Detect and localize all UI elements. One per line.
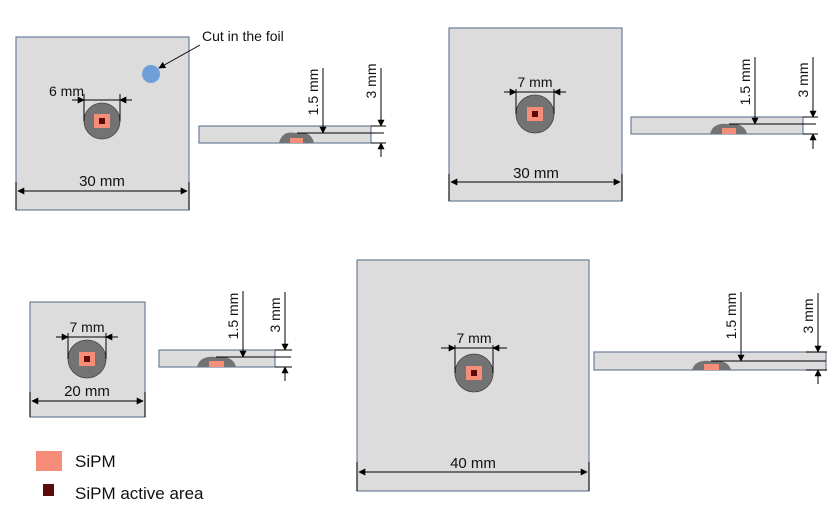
tile-1-sipm-active-area <box>99 118 105 124</box>
tile-3-group: 7 mm 20 mm 1.5 mm 3 mm <box>29 291 292 418</box>
tile-4-width-label: 40 mm <box>450 455 496 472</box>
tile-4-thick-label: 3 mm <box>800 299 816 334</box>
legend-active-swatch <box>43 484 54 496</box>
tile-2-depth-label: 1.5 mm <box>737 59 753 106</box>
tile-1-hole-label: 6 mm <box>49 83 84 99</box>
legend-sipm-label: SiPM <box>75 452 116 471</box>
tile-4-side-view: 1.5 mm 3 mm <box>593 292 827 384</box>
tile-1-group: 6 mm 30 mm Cut in the foil 1.5 mm 3 mm <box>15 28 386 211</box>
tile-1-top-view: 6 mm 30 mm Cut in the foil <box>15 28 284 211</box>
tile-4-depth-label: 1.5 mm <box>723 293 739 340</box>
tile-4-hole-label: 7 mm <box>457 330 492 346</box>
tile-1-depth-label: 1.5 mm <box>305 69 321 116</box>
tile-3-side-sipm <box>209 361 224 367</box>
tile-2-width-label: 30 mm <box>513 165 559 182</box>
tile-2-thick-label: 3 mm <box>795 63 811 98</box>
tile-2-top-view: 7 mm 30 mm <box>448 27 623 202</box>
tile-2-group: 7 mm 30 mm 1.5 mm 3 mm <box>448 27 818 202</box>
cut-in-foil-marker <box>142 65 160 83</box>
tile-2-sipm-active-area <box>532 111 538 117</box>
tile-3-side-view: 1.5 mm 3 mm <box>158 291 292 381</box>
tile-1-thick-label: 3 mm <box>363 64 379 99</box>
tile-3-width-label: 20 mm <box>64 383 110 400</box>
tile-4-side-sipm <box>704 364 719 370</box>
cut-callout-arrow <box>158 44 201 69</box>
tile-3-top-view: 7 mm 20 mm <box>29 301 146 418</box>
tile-2-side-view: 1.5 mm 3 mm <box>630 57 818 149</box>
tile-2-side-sipm <box>722 128 736 134</box>
tile-1-side-view: 1.5 mm 3 mm <box>198 64 386 157</box>
tile-1-width-label: 30 mm <box>79 173 125 190</box>
legend: SiPM SiPM active area <box>36 451 204 503</box>
tile-3-sipm-active-area <box>84 356 90 362</box>
tile-4-top-view: 7 mm 40 mm <box>356 259 590 492</box>
tile-3-hole-label: 7 mm <box>70 319 105 335</box>
tile-4-group: 7 mm 40 mm 1.5 mm 3 mm <box>356 259 827 492</box>
tile-3-thick-label: 3 mm <box>267 298 283 333</box>
legend-active-label: SiPM active area <box>75 484 204 503</box>
legend-sipm-swatch <box>36 451 62 471</box>
tile-1-side-sipm <box>290 138 303 143</box>
tile-2-hole-label: 7 mm <box>518 74 553 90</box>
cut-callout-label: Cut in the foil <box>202 28 284 44</box>
tile-1-side-dimple <box>279 132 314 143</box>
tile-3-depth-label: 1.5 mm <box>225 293 241 340</box>
tile-4-sipm-active-area <box>471 370 477 376</box>
